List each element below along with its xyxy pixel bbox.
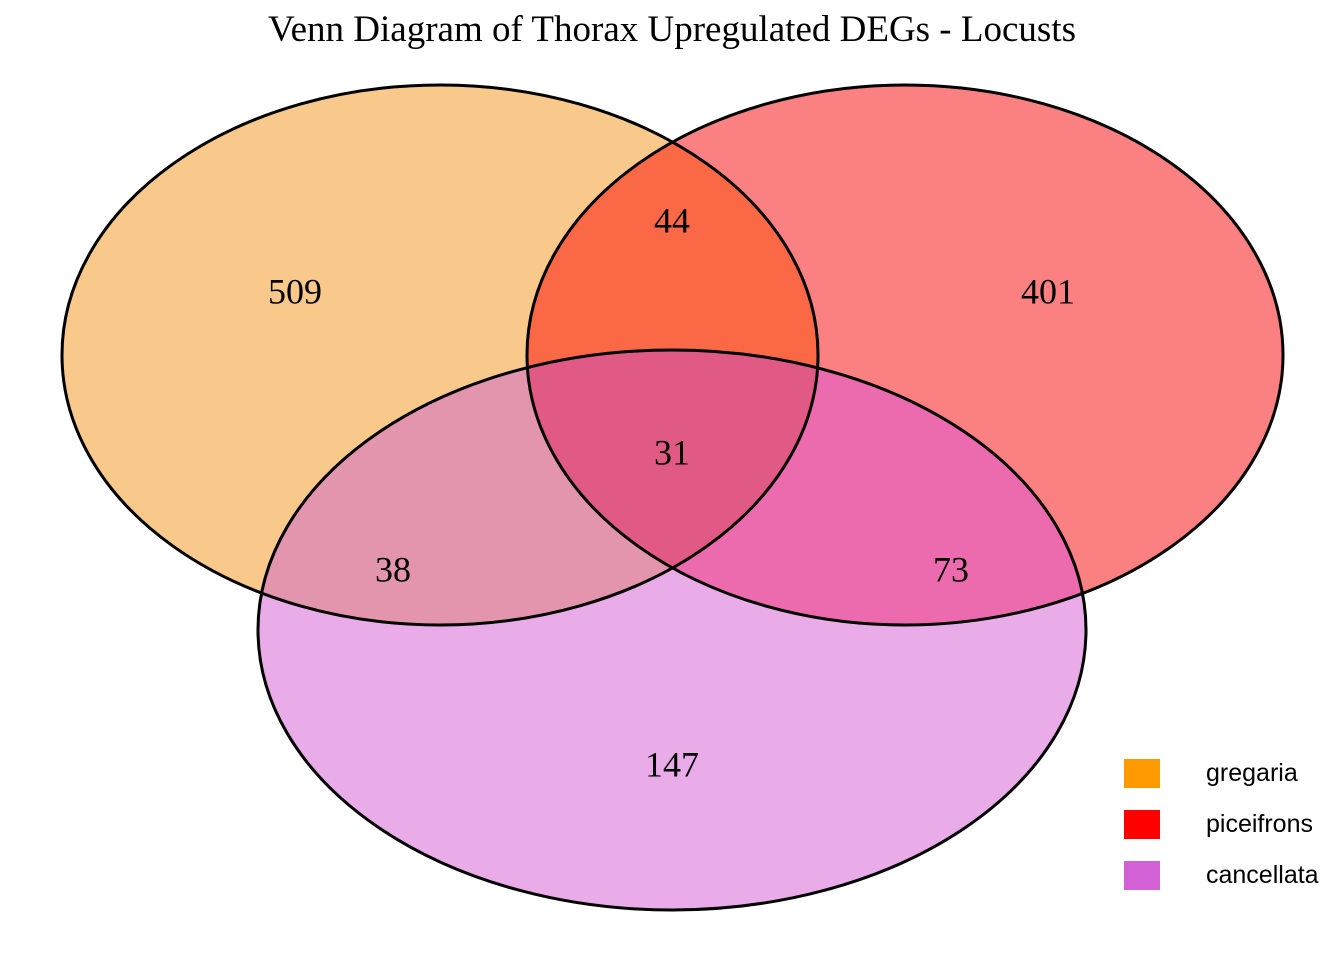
legend-item-piceifrons[interactable]: piceifrons: [1124, 799, 1344, 850]
legend: gregaria piceifrons cancellata: [1124, 748, 1344, 901]
region-count-all-three: 31: [654, 432, 690, 472]
legend-item-cancellata[interactable]: cancellata: [1124, 850, 1344, 901]
legend-swatch-gregaria: [1124, 759, 1160, 788]
venn-region-fills: [62, 85, 1283, 910]
legend-swatch-cancellata: [1124, 861, 1160, 890]
legend-label-cancellata: cancellata: [1206, 861, 1319, 889]
region-count-piceifrons-cancellata: 73: [933, 549, 969, 589]
legend-item-gregaria[interactable]: gregaria: [1124, 748, 1344, 799]
venn-region-labels: 509 401 147 44 38 73 31: [268, 200, 1075, 784]
venn-outlines: [60, 83, 1285, 912]
ellipse-piceifrons-outline: [525, 83, 1285, 627]
region-count-gregaria-cancellata: 38: [375, 549, 411, 589]
page-title: Venn Diagram of Thorax Upregulated DEGs …: [268, 9, 1076, 50]
legend-label-gregaria: gregaria: [1206, 759, 1298, 787]
region-count-gregaria-only: 509: [268, 271, 322, 311]
ellipse-cancellata-outline: [256, 348, 1088, 912]
region-count-piceifrons-only: 401: [1021, 271, 1075, 311]
region-all-three-fill: [527, 350, 818, 625]
ellipse-gregaria-outline: [60, 83, 820, 627]
region-count-gregaria-piceifrons: 44: [654, 200, 690, 240]
region-count-cancellata-only: 147: [645, 744, 699, 784]
legend-swatch-piceifrons: [1124, 810, 1160, 839]
legend-label-piceifrons: piceifrons: [1206, 810, 1313, 838]
